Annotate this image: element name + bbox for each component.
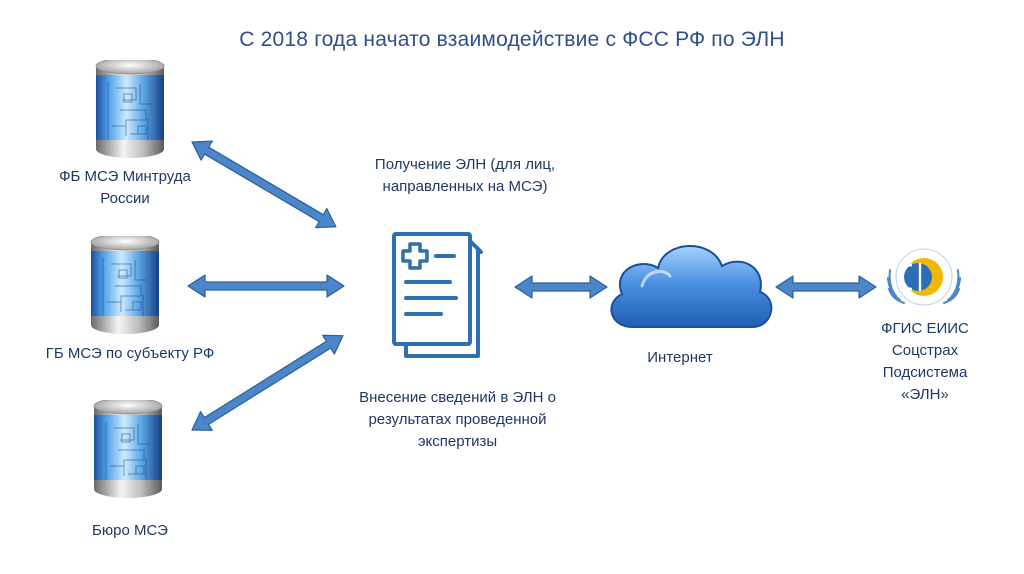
annotation-line: Получение ЭЛН (для лиц, — [374, 156, 556, 173]
node-label-buro-mse: Бюро МСЭ — [70, 520, 190, 542]
node-label-line: Подсистема — [882, 364, 968, 381]
annotation-line: результатах проведенной — [368, 411, 547, 428]
node-label-line: России — [100, 190, 150, 207]
fss-logo — [887, 248, 961, 306]
node-label-line: Соцстрах — [891, 342, 959, 359]
node-label-line: Интернет — [647, 349, 713, 366]
arrow-fb-mse-document — [191, 140, 337, 229]
arrow-buro-mse-document — [191, 334, 344, 431]
page-title: С 2018 года начато взаимодействие с ФСС … — [239, 28, 785, 51]
node-label-line: ГБ МСЭ по субъекту РФ — [45, 345, 215, 362]
database-icon-fb-mse — [95, 60, 165, 159]
arrow-gb-mse-document — [187, 274, 345, 298]
node-label-fb-mse: ФБ МСЭ Минтруда России — [40, 166, 210, 210]
arrow-internet-fgis — [775, 275, 877, 299]
annotation-line: экспертизы — [417, 433, 498, 450]
arrow-document-internet — [514, 275, 608, 299]
node-label-line: Бюро МСЭ — [92, 522, 168, 539]
annotation-line: Внесение сведений в ЭЛН о — [359, 389, 556, 406]
node-label-line: ФБ МСЭ Минтруда — [59, 168, 191, 185]
node-label-line: ФГИС ЕИИС — [881, 320, 969, 337]
database-icon-buro-mse — [93, 400, 163, 499]
annotation-submit: Внесение сведений в ЭЛН о результатах пр… — [325, 387, 590, 453]
node-label-internet: Интернет — [630, 347, 730, 369]
database-icon-gb-mse — [90, 236, 160, 335]
medical-document-icon — [392, 232, 483, 358]
annotation-receive: Получение ЭЛН (для лиц, направленных на … — [340, 154, 590, 198]
node-label-line: «ЭЛН» — [901, 386, 949, 403]
node-label-fgis: ФГИС ЕИИС Соцстрах Подсистема «ЭЛН» — [860, 318, 990, 406]
node-label-gb-mse: ГБ МСЭ по субъекту РФ — [30, 343, 230, 365]
annotation-line: направленных на МСЭ) — [382, 178, 548, 195]
cloud-icon — [610, 245, 773, 328]
